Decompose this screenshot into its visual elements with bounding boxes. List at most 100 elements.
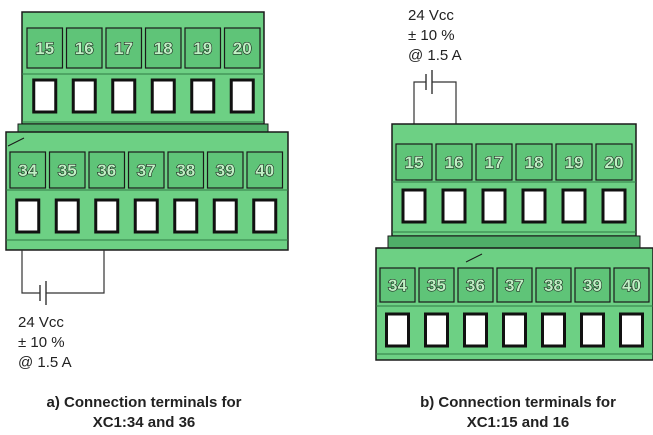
supply-voltage-a: 24 Vcc	[18, 314, 64, 331]
terminal-number-39: 39	[583, 276, 602, 295]
terminal-tab-38	[167, 151, 205, 189]
terminal-number-37: 37	[137, 161, 156, 180]
terminal-number-20: 20	[233, 39, 252, 58]
din-rail-b	[387, 235, 641, 249]
screw-terminal-opening-15[interactable]	[32, 78, 58, 114]
screw-terminal-opening-15[interactable]	[401, 188, 427, 224]
terminal-tab-38	[535, 267, 572, 303]
screw-terminal-opening-20[interactable]	[601, 188, 627, 224]
screw-terminal-opening-37[interactable]	[502, 312, 527, 348]
terminal-tab-17	[475, 143, 513, 181]
screw-terminal-opening-35[interactable]	[424, 312, 449, 348]
terminal-number-36: 36	[466, 276, 485, 295]
terminal-tab-20	[595, 143, 633, 181]
supply-tolerance-b: ± 10 %	[408, 27, 455, 44]
screw-terminal-opening-17[interactable]	[481, 188, 507, 224]
terminal-number-39: 39	[216, 161, 235, 180]
terminal-number-38: 38	[176, 161, 195, 180]
terminal-number-16: 16	[75, 39, 94, 58]
terminal-cells-b-bottom: 34 35 36 37 38 39 40	[379, 267, 650, 348]
terminal-tab-37	[496, 267, 533, 303]
terminal-tab-15	[26, 27, 64, 69]
caption-b-line1: b) Connection terminals for	[420, 394, 616, 411]
screw-terminal-opening-37[interactable]	[133, 198, 159, 234]
terminal-number-34: 34	[388, 276, 407, 295]
supply-wiring-b	[413, 81, 457, 124]
terminal-tab-20	[223, 27, 261, 69]
terminal-number-40: 40	[255, 161, 274, 180]
caption-a-line2: XC1:34 and 36	[93, 414, 196, 431]
supply-current-a: @ 1.5 A	[18, 354, 72, 371]
terminal-tab-39	[206, 151, 244, 189]
screw-terminal-opening-35[interactable]	[54, 198, 80, 234]
terminal-tab-18	[515, 143, 553, 181]
terminal-number-37: 37	[505, 276, 524, 295]
terminal-number-17: 17	[485, 153, 504, 172]
terminal-tab-19	[184, 27, 222, 69]
terminal-number-15: 15	[405, 153, 424, 172]
terminal-block-15-20-a: 15 16 17 18 19 20	[21, 11, 265, 125]
battery-symbol-a	[39, 281, 47, 305]
terminal-number-38: 38	[544, 276, 563, 295]
terminal-number-16: 16	[445, 153, 464, 172]
screw-terminal-opening-16[interactable]	[71, 78, 97, 114]
terminal-tab-36	[457, 267, 494, 303]
din-rail-a	[17, 123, 269, 133]
terminal-tab-34	[379, 267, 416, 303]
terminal-cells-a-bottom: 34 35 36 37 38 39 40	[9, 151, 284, 234]
terminal-cells-a-top: 15 16 17 18 19 20	[26, 27, 261, 114]
terminal-block-34-40-a: 34 35 36 37 38 39 40	[5, 131, 289, 251]
screw-terminal-opening-39[interactable]	[580, 312, 605, 348]
screw-terminal-opening-20[interactable]	[229, 78, 255, 114]
screw-terminal-opening-38[interactable]	[541, 312, 566, 348]
terminal-number-20: 20	[605, 153, 624, 172]
screw-terminal-opening-34[interactable]	[15, 198, 41, 234]
terminal-tab-40	[613, 267, 650, 303]
terminal-tab-18	[144, 27, 182, 69]
terminal-number-17: 17	[114, 39, 133, 58]
supply-current-b: @ 1.5 A	[408, 47, 462, 64]
terminal-number-18: 18	[154, 39, 173, 58]
screw-terminal-opening-36[interactable]	[463, 312, 488, 348]
screw-terminal-opening-17[interactable]	[111, 78, 137, 114]
screw-terminal-opening-40[interactable]	[252, 198, 278, 234]
screw-terminal-opening-34[interactable]	[385, 312, 410, 348]
terminal-number-34: 34	[18, 161, 37, 180]
terminal-number-36: 36	[97, 161, 116, 180]
terminal-tab-36	[88, 151, 126, 189]
caption-b-line2: XC1:15 and 16	[467, 414, 570, 431]
terminal-number-35: 35	[58, 161, 77, 180]
supply-tolerance-a: ± 10 %	[18, 334, 65, 351]
screw-terminal-opening-16[interactable]	[441, 188, 467, 224]
terminal-number-40: 40	[622, 276, 641, 295]
supply-voltage-b: 24 Vcc	[408, 7, 454, 24]
terminal-tab-35	[418, 267, 455, 303]
terminal-number-19: 19	[193, 39, 212, 58]
terminal-tab-17	[105, 27, 143, 69]
terminal-tab-35	[48, 151, 86, 189]
terminal-number-15: 15	[35, 39, 54, 58]
terminal-tab-16	[435, 143, 473, 181]
diagram-a: 15 16 17 18 19 20 34 35 36 37 38 39 40 24 Vcc ± 10 …	[5, 11, 289, 431]
terminal-number-35: 35	[427, 276, 446, 295]
caption-a-line1: a) Connection terminals for	[46, 394, 241, 411]
terminal-number-19: 19	[565, 153, 584, 172]
screw-terminal-opening-38[interactable]	[173, 198, 199, 234]
terminal-tab-16	[65, 27, 103, 69]
screw-terminal-opening-19[interactable]	[190, 78, 216, 114]
screw-terminal-opening-39[interactable]	[212, 198, 238, 234]
screw-terminal-opening-40[interactable]	[619, 312, 644, 348]
battery-symbol-b	[425, 70, 433, 94]
terminal-number-18: 18	[525, 153, 544, 172]
terminal-tab-39	[574, 267, 611, 303]
screw-terminal-opening-18[interactable]	[150, 78, 176, 114]
screw-terminal-opening-36[interactable]	[94, 198, 120, 234]
terminal-cells-b-top: 15 16 17 18 19 20	[395, 143, 633, 224]
screw-terminal-opening-19[interactable]	[561, 188, 587, 224]
supply-wiring-a	[21, 250, 105, 294]
screw-terminal-opening-18[interactable]	[521, 188, 547, 224]
terminal-tab-34	[9, 151, 47, 189]
terminal-tab-19	[555, 143, 593, 181]
